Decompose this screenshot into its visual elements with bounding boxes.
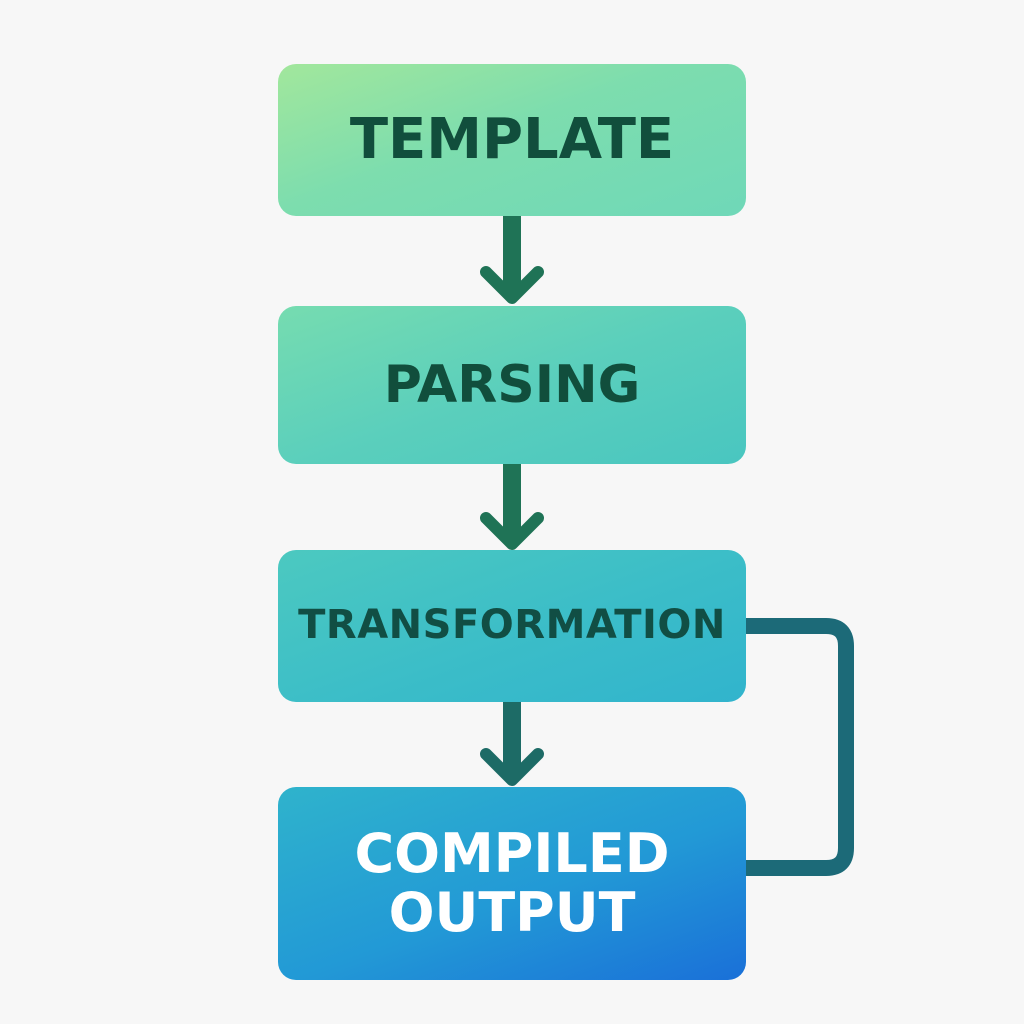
stage-template: TEMPLATE	[278, 64, 746, 216]
stage-transformation-label: TRANSFORMATION	[298, 602, 726, 649]
stage-compiled-output-line-1: COMPILED	[354, 822, 670, 886]
stage-parsing-label: PARSING	[383, 354, 641, 415]
stage-compiled-output: COMPILED OUTPUT	[278, 787, 746, 980]
stage-transformation: TRANSFORMATION	[278, 550, 746, 702]
arrow-transformation-to-output	[480, 702, 544, 786]
feedback-loop-connector	[746, 618, 854, 876]
stage-parsing: PARSING	[278, 306, 746, 464]
stage-template-label: TEMPLATE	[349, 106, 675, 172]
arrow-template-to-parsing	[480, 216, 544, 304]
stage-compiled-output-line-2: OUTPUT	[388, 880, 636, 944]
arrow-parsing-to-transformation	[480, 464, 544, 550]
